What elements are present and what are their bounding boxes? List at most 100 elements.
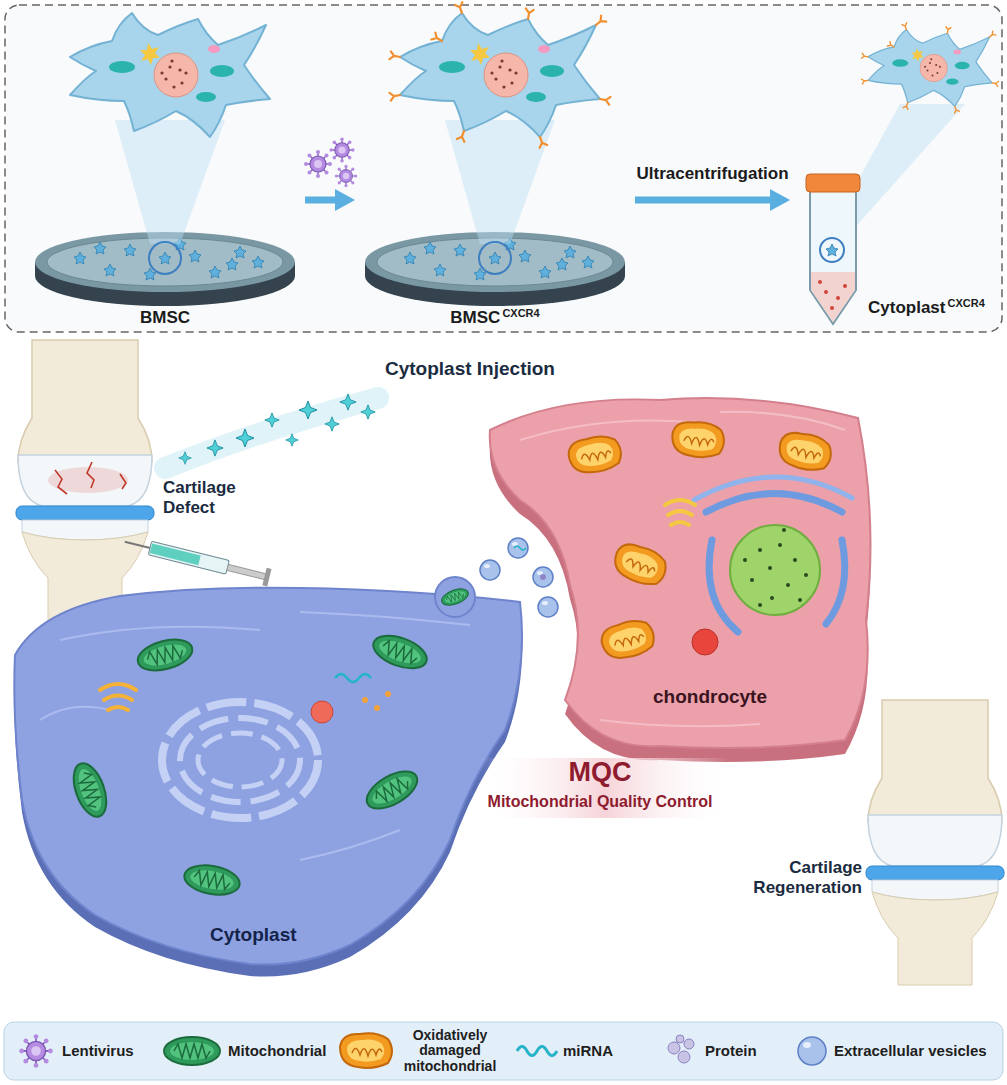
cytoplast-body-part <box>369 629 431 674</box>
chondrocyte-body-part <box>778 543 782 547</box>
chondrocyte-body-part <box>692 629 718 655</box>
chondrocyte-body-part <box>490 398 871 748</box>
node-label: BMSC <box>450 308 500 328</box>
knee-joint <box>866 700 1004 985</box>
injection-stream-part <box>325 417 339 431</box>
petri-dish-part <box>149 242 181 274</box>
node-label: BMSC <box>140 308 190 328</box>
lentivirus-symbol <box>304 150 332 178</box>
legend-bar-part <box>4 1022 1003 1080</box>
chondrocyte-body-part <box>768 566 772 570</box>
extracellular-vesicles-part <box>540 574 546 580</box>
process-arrow <box>635 197 774 204</box>
callout-label: Cartilage Regeneration <box>737 858 862 899</box>
injection-stream <box>165 394 378 468</box>
superscript-label: CXCR4 <box>947 298 984 309</box>
petri-dish-part <box>189 250 201 262</box>
cytoplast-body-part <box>439 586 470 609</box>
cytoplast-body-part <box>134 634 195 676</box>
petri-dish-part <box>74 252 86 264</box>
extracellular-vesicles-part <box>533 567 553 587</box>
cytoplast-body-part <box>435 577 475 617</box>
chondrocyte-body-part <box>798 598 802 602</box>
chondrocyte-cell: chondrocyte <box>470 390 880 760</box>
legend-bar-part <box>676 1035 684 1043</box>
extracellular-vesicles-part <box>538 597 558 617</box>
legend-label: miRNA <box>563 1043 613 1060</box>
petri-dish-part <box>434 264 446 276</box>
centrifuge-tube-part <box>826 244 838 256</box>
chondrocyte-body-part <box>694 477 852 500</box>
chondrocyte-body-part <box>730 525 820 615</box>
legend-bar-part <box>684 1039 694 1049</box>
node-label: Cytoplast <box>868 298 945 318</box>
chondrocyte-body-part <box>826 540 845 624</box>
centrifuge-tube-part <box>810 190 856 324</box>
petri-dish-part <box>104 264 116 276</box>
cytoplast-cell: Cytoplast <box>10 580 530 975</box>
petri-dish-part <box>424 242 436 254</box>
lentivirus-symbol <box>329 137 354 162</box>
node-text-group: BMSC <box>25 308 305 328</box>
petri-dish-part <box>252 256 264 268</box>
cytoplast-body-part <box>385 691 391 697</box>
extracellular-vesicles <box>480 538 558 617</box>
arrow-head <box>770 189 790 211</box>
cytoplast-body-part <box>362 697 368 703</box>
cytoplast-body <box>14 577 522 977</box>
centrifuge-tube-part <box>806 174 860 192</box>
chondrocyte-body-part <box>770 596 774 600</box>
chondrocyte-body-part <box>706 494 842 513</box>
injection-stream-part <box>236 429 254 447</box>
centrifuge-tube <box>806 104 965 324</box>
cytoplast-body-part <box>311 701 333 723</box>
petri-dish-part <box>159 252 171 264</box>
legend-bar-part <box>803 1042 811 1048</box>
centrifuge-tube-part <box>830 306 834 310</box>
node-text-group: BMSCCXCR4 <box>355 308 635 328</box>
petri-dish-part <box>479 242 511 274</box>
extracellular-vesicles-part <box>514 546 526 550</box>
lentivirus-symbol <box>335 165 357 187</box>
legend-bar-part <box>19 1034 53 1068</box>
petri-dish-part <box>377 238 613 286</box>
chondrocyte-body-part <box>610 539 671 589</box>
chondrocyte-body-part <box>598 616 657 663</box>
petri-dish-part <box>35 232 295 292</box>
injection-stream-part <box>361 405 375 419</box>
petri-dish <box>35 120 295 306</box>
tube-node: CytoplastCXCR4 <box>790 140 1002 332</box>
petri-dish-part <box>47 238 283 286</box>
chondrocyte-body-part <box>566 433 623 476</box>
centrifuge-tube-part <box>836 296 840 300</box>
subtitle-label: Mitochondrial Quality Control <box>488 792 713 811</box>
mqc-band <box>480 758 730 818</box>
legend-bar-part <box>668 1042 680 1054</box>
syringe-part <box>262 568 271 587</box>
cytoplast-body-part <box>180 718 300 802</box>
legend-label: Protein <box>705 1043 757 1060</box>
petri-dish-part <box>556 258 568 270</box>
centrifuge-tube-part <box>811 272 855 322</box>
chondrocyte-body-part <box>520 412 845 726</box>
cytoplast-body-part <box>40 612 470 860</box>
chondrocyte-body-part <box>758 603 762 607</box>
chondrocyte-body-part <box>786 583 790 587</box>
petri-dish-part <box>226 258 238 270</box>
syringe <box>123 533 272 587</box>
bmsc-cxcr4-cell <box>389 2 610 148</box>
chondrocyte-body-part <box>671 420 726 459</box>
petri-dish <box>365 120 625 306</box>
petri-dish-part <box>94 242 106 254</box>
injection-stream-part <box>286 434 299 447</box>
petri-dish-part <box>124 244 136 256</box>
dish-node: BMSCCXCR4 <box>355 140 635 332</box>
node-label: Cytoplast <box>210 924 297 946</box>
petri-dish-part <box>209 266 221 278</box>
legend-bar-part <box>678 1051 690 1063</box>
petri-dish-part <box>454 244 466 256</box>
injection-stream-part <box>340 394 356 410</box>
